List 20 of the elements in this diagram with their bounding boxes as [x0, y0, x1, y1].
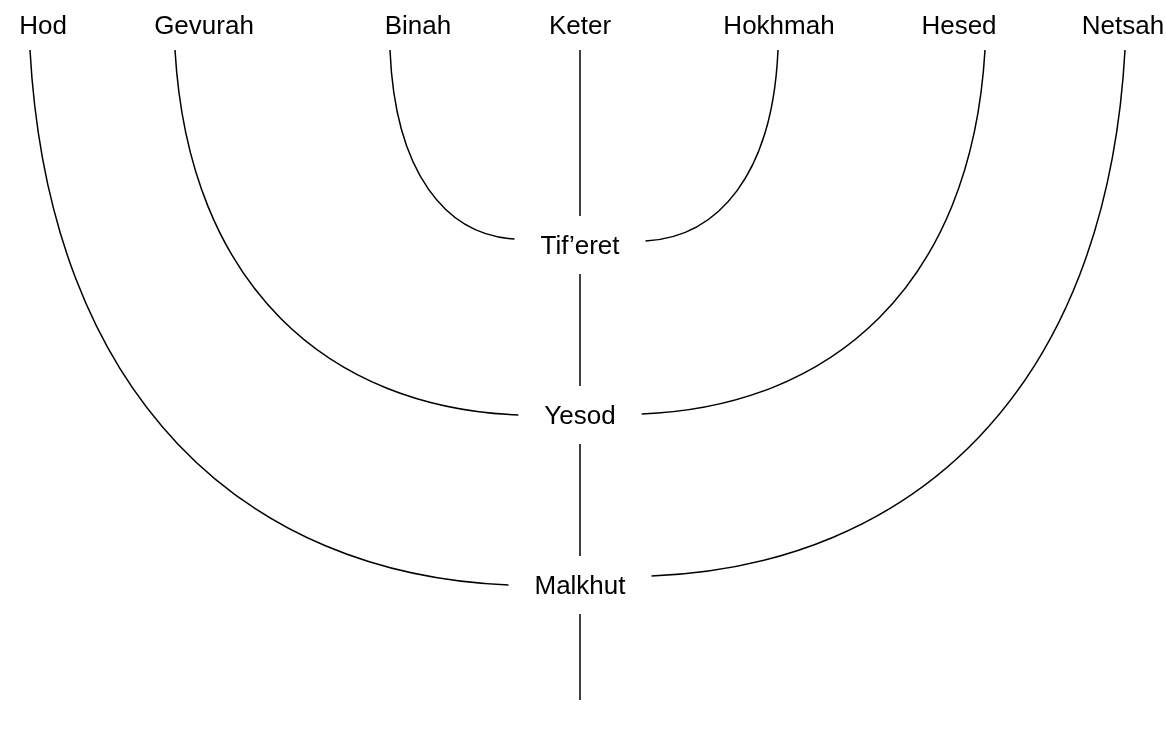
sefirah-label: Hod: [13, 4, 73, 50]
connector-line: [650, 49, 1126, 577]
connector-line: [579, 49, 581, 217]
connector-line: [579, 613, 581, 701]
sefirah-label: Tif’eret: [514, 216, 646, 274]
sefirah-label: Gevurah: [148, 4, 260, 50]
sefirah-label: Malkhut: [508, 556, 652, 614]
sefirah-label: Hesed: [915, 4, 1003, 50]
connector-line: [640, 49, 986, 415]
connector-line: [389, 49, 516, 240]
sefirah-label: Netsah: [1075, 4, 1166, 50]
connector-line: [29, 49, 510, 586]
connector-line: [579, 273, 581, 387]
connector-line: [579, 443, 581, 557]
sefirah-label: Binah: [378, 4, 458, 50]
sefirah-label: Yesod: [518, 386, 642, 444]
connector-line: [644, 49, 779, 242]
connector-line: [174, 49, 520, 416]
sefirah-label: Keter: [542, 4, 618, 50]
sefirah-label: Hokhmah: [717, 4, 841, 50]
